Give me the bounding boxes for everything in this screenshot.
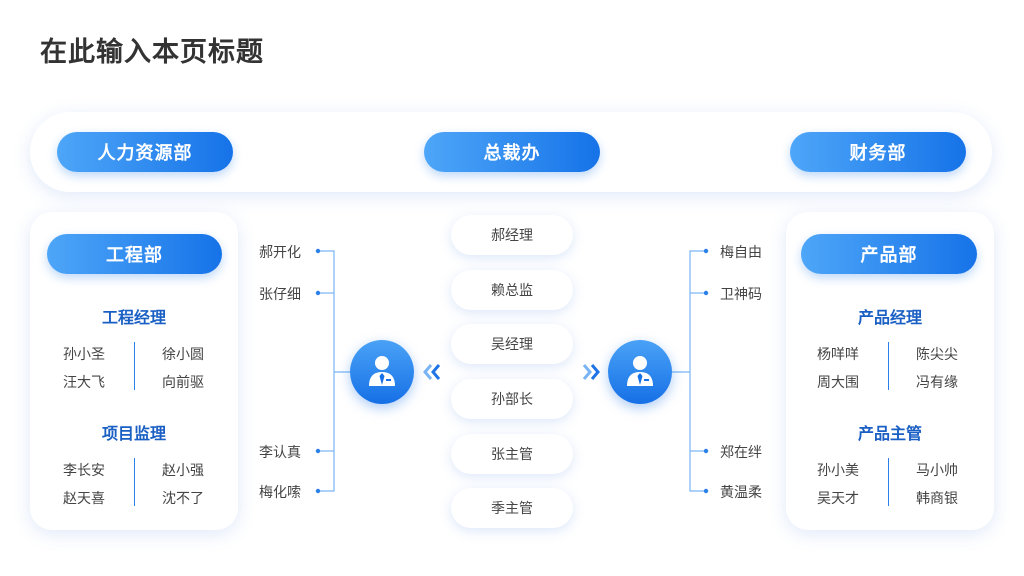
center-list-item: 郝经理 (451, 215, 573, 255)
engineering-card: 工程部 工程经理 孙小圣 徐小圆 汪大飞 向前驱 项目监理 李长安 赵小强 赵天… (30, 212, 238, 530)
center-list-item: 张主管 (451, 434, 573, 474)
left-person-name: 梅化嗦 (259, 485, 301, 501)
person-name: 沈不了 (162, 491, 204, 507)
center-list-item: 孙部长 (451, 379, 573, 419)
double-chevron-left-icon (423, 364, 441, 380)
person-name: 赵小强 (162, 463, 204, 479)
center-list-item: 季主管 (451, 488, 573, 528)
person-name: 周大围 (817, 375, 859, 391)
dept-president-office-pill: 总裁办 (424, 132, 600, 172)
center-list-item: 赖总监 (451, 270, 573, 310)
double-chevron-right-icon (582, 364, 600, 380)
person-name: 冯有缘 (916, 375, 958, 391)
person-name: 李长安 (63, 463, 105, 479)
divider (134, 458, 135, 506)
left-person-name: 张仔细 (259, 287, 301, 303)
dept-hr-pill: 人力资源部 (57, 132, 233, 172)
person-name: 孙小圣 (63, 347, 105, 363)
divider (134, 342, 135, 390)
person-suit-icon (608, 340, 672, 404)
person-name: 徐小圆 (162, 347, 204, 363)
person-name: 孙小美 (817, 463, 859, 479)
person-name: 汪大飞 (63, 375, 105, 391)
right-person-name: 梅自由 (720, 245, 762, 261)
person-name: 向前驱 (162, 375, 204, 391)
divider (888, 342, 889, 390)
person-name: 韩商银 (916, 491, 958, 507)
divider (888, 458, 889, 506)
person-name: 马小帅 (916, 463, 958, 479)
person-name: 吴天才 (817, 491, 859, 507)
page-title: 在此输入本页标题 (40, 37, 264, 68)
product-card: 产品部 产品经理 杨咩咩 陈尖尖 周大围 冯有缘 产品主管 孙小美 马小帅 吴天… (786, 212, 994, 530)
left-person-name: 郝开化 (259, 245, 301, 261)
dept-finance-pill: 财务部 (790, 132, 966, 172)
section-title: 项目监理 (101, 424, 166, 443)
section-title: 产品主管 (857, 424, 922, 443)
right-person-name: 卫神码 (720, 287, 762, 303)
section-title: 工程经理 (101, 308, 166, 327)
right-person-name: 黄温柔 (720, 485, 762, 501)
product-header: 产品部 (801, 234, 977, 274)
right-person-name: 郑在绊 (720, 445, 762, 461)
person-name: 赵天喜 (63, 491, 105, 507)
left-person-name: 李认真 (259, 445, 301, 461)
person-name: 陈尖尖 (916, 347, 958, 363)
engineering-header: 工程部 (47, 234, 222, 274)
center-list-item: 吴经理 (451, 324, 573, 364)
person-suit-icon (350, 340, 414, 404)
person-name: 杨咩咩 (817, 347, 859, 363)
section-title: 产品经理 (857, 308, 922, 327)
